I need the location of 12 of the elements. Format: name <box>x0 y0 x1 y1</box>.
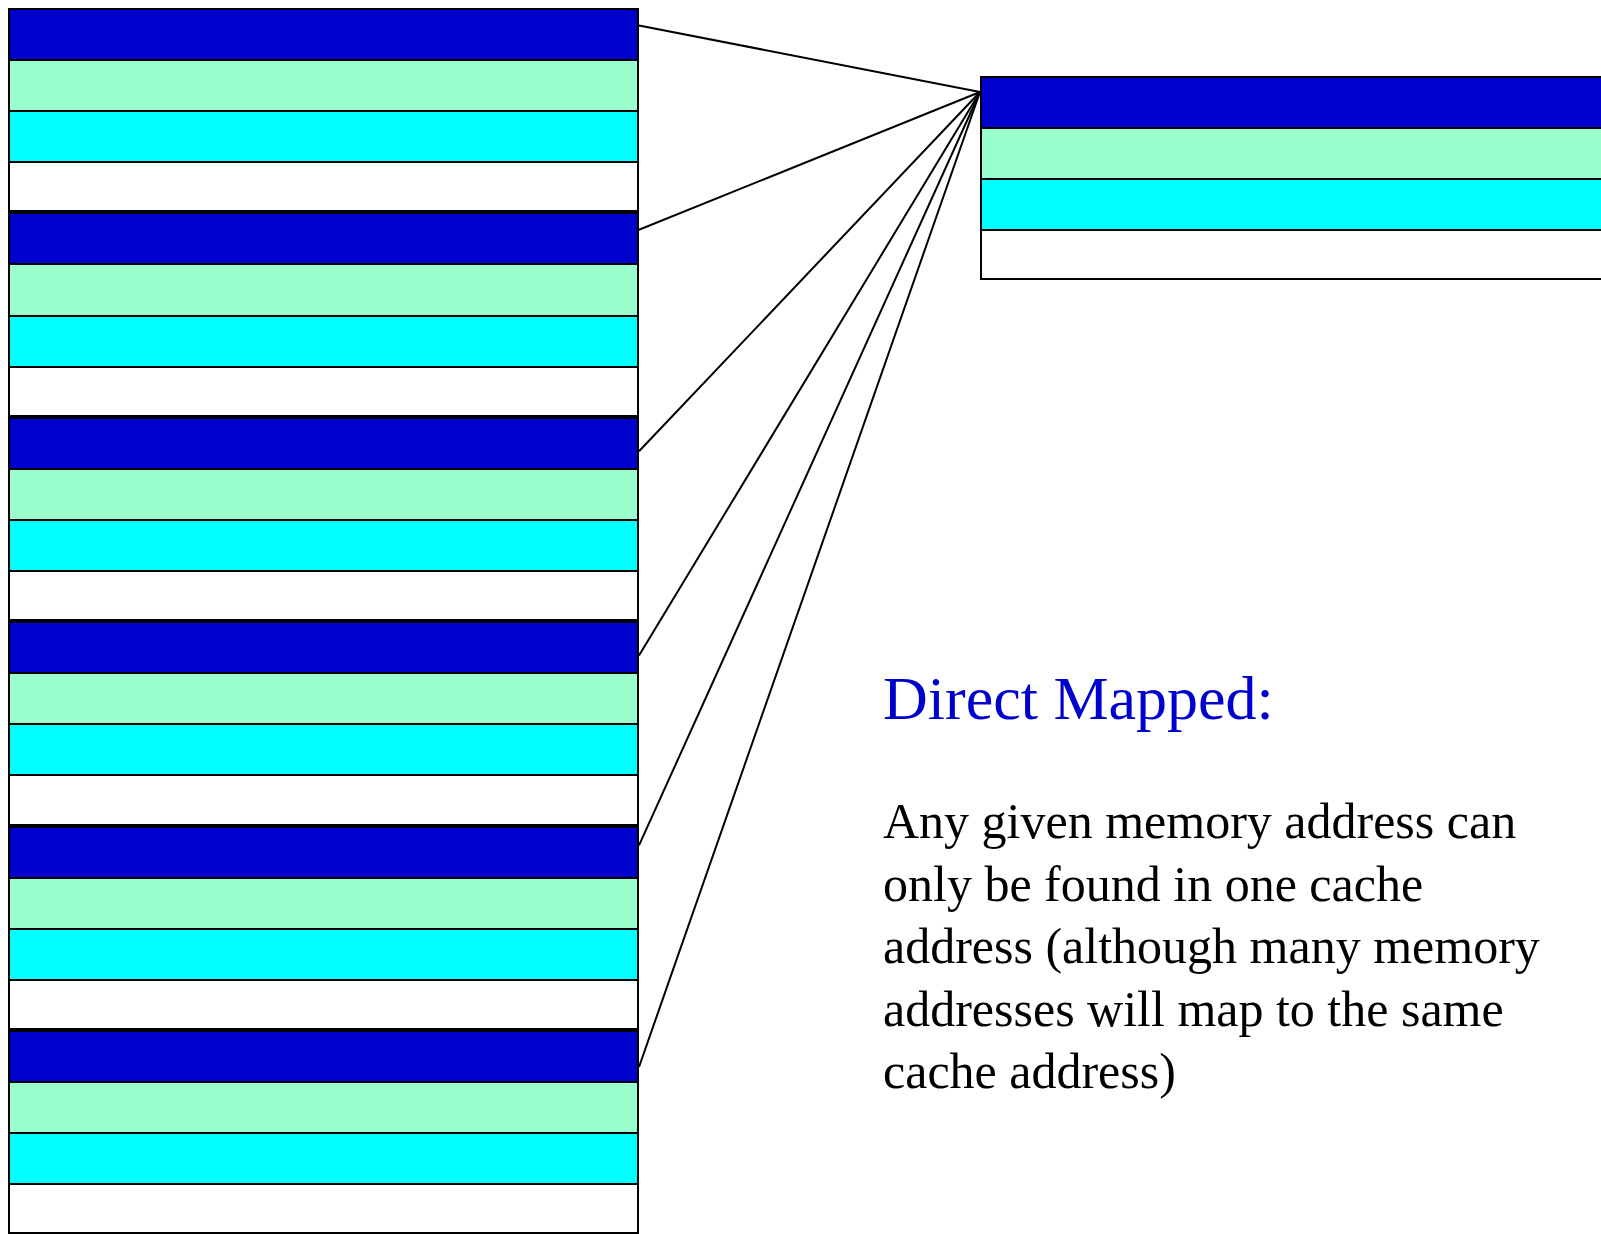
description-text: Any given memory address can only be found in one cache address (although many memory addresses will map to the same cache address) <box>883 792 1541 1101</box>
connector-line <box>638 91 981 453</box>
section-heading: Direct Mapped: <box>883 663 1275 734</box>
memory-block <box>8 416 639 622</box>
memory-block <box>8 1030 639 1234</box>
memory-block <box>8 621 639 826</box>
memory-block <box>8 212 639 417</box>
cache-block <box>980 76 1601 281</box>
memory-block <box>8 825 639 1030</box>
connector-line <box>638 91 981 231</box>
memory-block <box>8 8 639 213</box>
connector-line <box>638 24 981 93</box>
